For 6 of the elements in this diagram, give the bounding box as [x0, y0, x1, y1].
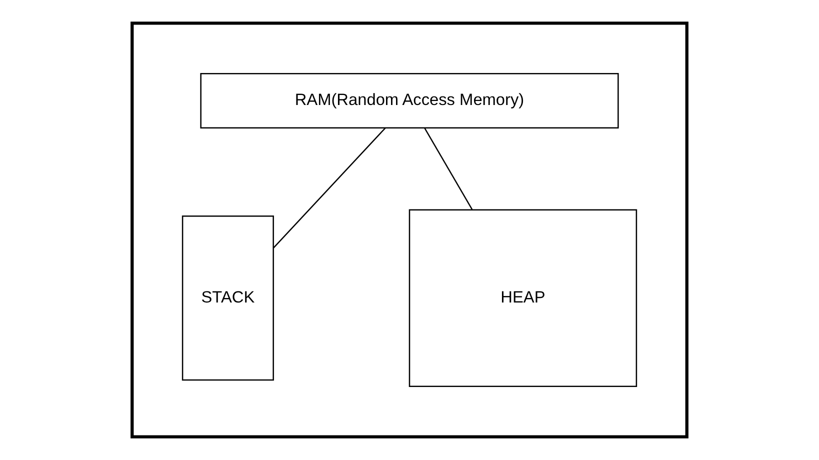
node-box: RAM(Random Access Memory)	[200, 73, 619, 128]
cluster	[130, 22, 688, 438]
node-box: HEAP	[408, 209, 638, 387]
connector	[273, 127, 386, 248]
node-box: STACK	[182, 216, 274, 381]
connector	[424, 128, 473, 210]
